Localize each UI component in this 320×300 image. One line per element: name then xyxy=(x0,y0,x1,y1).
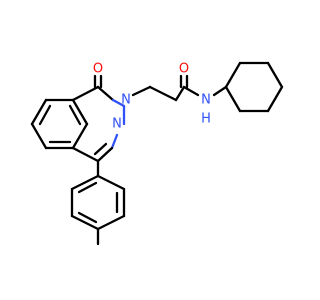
bond-amide-cn xyxy=(182,85,200,97)
oxygen-label-ring: O xyxy=(93,62,103,77)
bond-ring-c4 xyxy=(96,146,114,163)
bond-n-cyclohexyl xyxy=(212,85,228,97)
benzo-ring xyxy=(30,98,89,150)
bond-ring-n-end xyxy=(111,98,126,108)
nitrogen-label-amide: N xyxy=(201,93,211,108)
bond-cy-1 xyxy=(224,61,242,89)
ring-carbonyl: O xyxy=(93,62,103,89)
bond-ring-c1 xyxy=(71,85,100,102)
tolyl-ring xyxy=(70,159,126,246)
bond-ring-c-n xyxy=(96,85,115,102)
bond-tol-6 xyxy=(70,174,100,191)
bond-benzo-2 xyxy=(30,98,48,126)
oxygen-label-amide: O xyxy=(179,62,189,77)
bond-chain-2 xyxy=(148,85,178,102)
bond-benzo-5 xyxy=(71,122,89,150)
bond-ring-double xyxy=(93,142,108,156)
hydrogen-label-amide: H xyxy=(201,112,211,127)
bond-chain-1 xyxy=(131,85,152,97)
nitrogen-label-1: N xyxy=(121,93,131,108)
propanamide-chain: O N H xyxy=(131,62,228,127)
bond-tol-double-2 xyxy=(77,211,98,224)
bond-benzo-double-3 xyxy=(68,104,82,126)
bond-cy-6 xyxy=(224,85,242,113)
cyclohexyl-ring xyxy=(224,61,284,113)
bond-tol-3 xyxy=(96,214,126,231)
pyridazinone-ring xyxy=(71,85,126,163)
nitrogen-label-2: N xyxy=(112,117,122,132)
bond-tol-1 xyxy=(96,174,126,191)
bond-cy-3 xyxy=(266,61,284,89)
bond-tol-double-3 xyxy=(77,181,98,194)
bond-benzo-3 xyxy=(30,122,48,150)
bond-chain-3 xyxy=(174,85,186,102)
bond-cy-4 xyxy=(266,85,284,113)
structure-canvas: O N N O N H xyxy=(30,61,284,246)
bond-tol-4 xyxy=(70,214,100,231)
bond-benzo-double-1 xyxy=(38,104,52,126)
bond-benzo-6 xyxy=(71,98,89,126)
bond-ring-c4-benzo xyxy=(71,146,100,163)
bond-ring-n-c xyxy=(110,133,119,150)
molecule-structure: O N N O N H xyxy=(30,61,284,246)
